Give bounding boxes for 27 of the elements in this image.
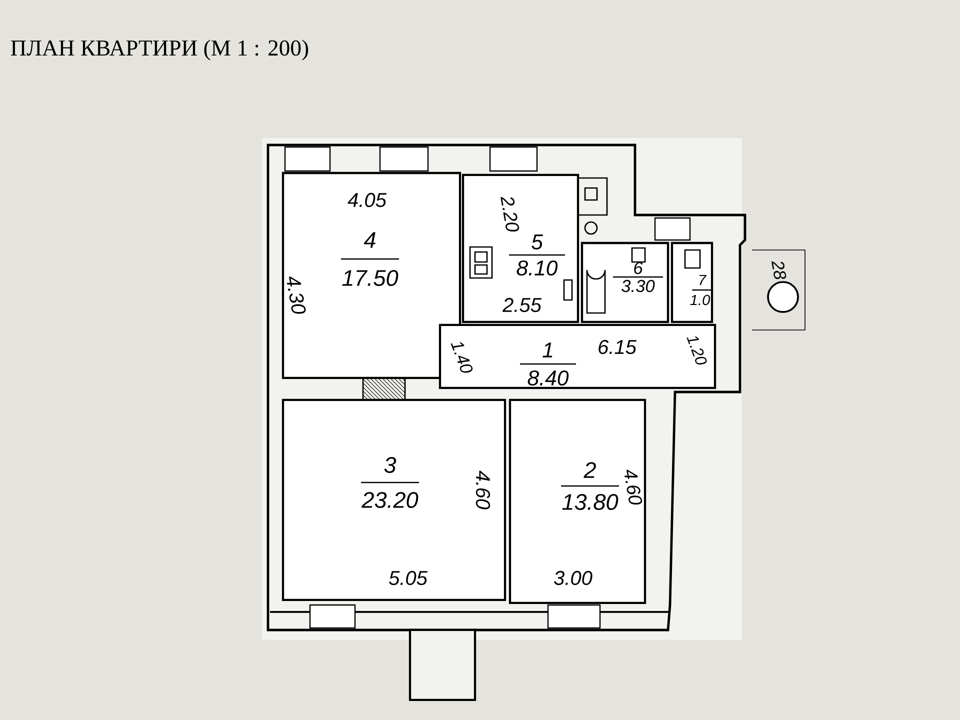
dimension-label: 4.05 [348, 192, 386, 208]
dimension-label: 2.20 [500, 197, 520, 232]
room-number: 5 [532, 234, 543, 250]
dimension-label: 3.00 [554, 570, 592, 586]
room-number: 6 [634, 262, 643, 274]
room-number: 7 [699, 274, 707, 286]
room-area: 1.0 [690, 294, 710, 306]
dimension-label: 28 [771, 261, 786, 280]
room-number: 4 [364, 232, 376, 248]
dimension-label: 5.05 [388, 570, 428, 586]
room-area: 3.30 [622, 280, 655, 292]
room-number: 2 [584, 462, 596, 478]
title: ПЛАН КВАРТИРИ (М 1 : 200) [10, 40, 308, 60]
room-number: 1 [542, 342, 552, 358]
room-area: 23.20 [362, 492, 418, 508]
dimension-label: 6.15 [598, 340, 636, 354]
room-area: 13.80 [562, 494, 618, 510]
dimension-label: 2.55 [502, 298, 542, 312]
room-area: 8.40 [528, 370, 569, 386]
dimension-label: 4.30 [286, 276, 306, 314]
room-area: 17.50 [342, 270, 398, 286]
dimension-label: 1.20 [686, 336, 707, 365]
dimension-label: 4.60 [624, 470, 642, 505]
dimension-label: 1.40 [450, 342, 473, 373]
room-number: 3 [384, 456, 396, 474]
room-area: 8.10 [516, 260, 558, 276]
dimension-label: 4.60 [476, 470, 490, 510]
